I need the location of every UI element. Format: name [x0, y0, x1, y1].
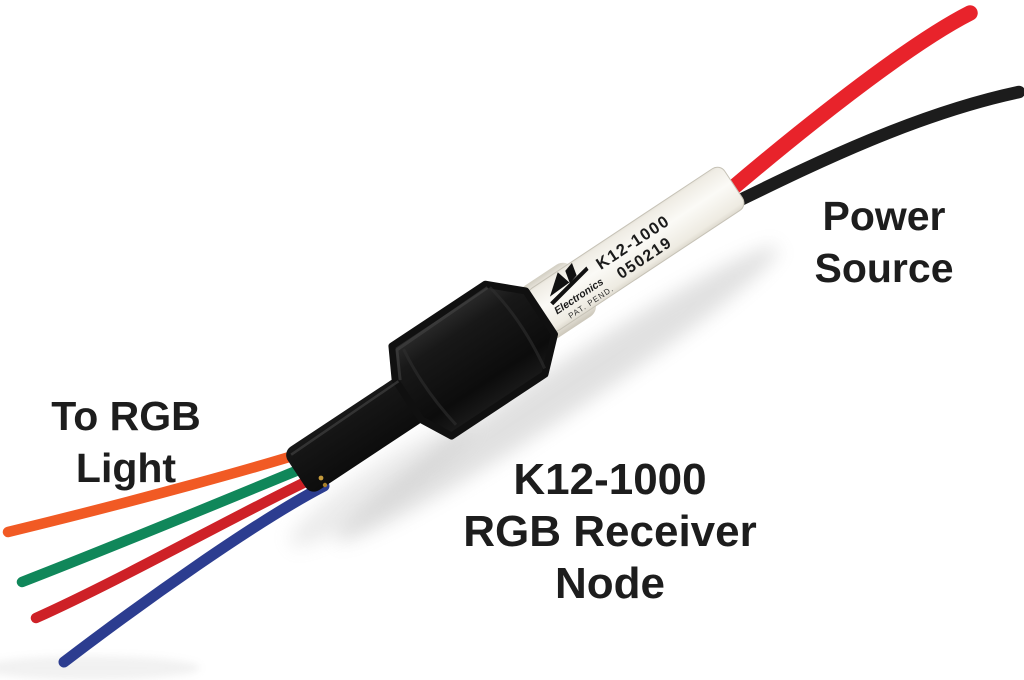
device-shadow	[0, 246, 779, 680]
product-caption-line3: Node	[555, 559, 665, 608]
power-source-label: Power Source	[772, 190, 996, 294]
cable-tube	[286, 378, 424, 492]
product-caption: K12-1000 RGB Receiver Node	[418, 454, 802, 610]
blue-wire	[58, 480, 330, 668]
red-wire	[30, 471, 322, 624]
to-rgb-light-line1: To RGB	[51, 393, 201, 439]
receiver-node: Electronics PAT. PEND. K12-1000 050219	[286, 166, 745, 492]
power-black-wire	[729, 85, 1024, 209]
power-wire-group	[720, 5, 1024, 209]
power-red-wire	[720, 5, 978, 200]
body-highlights	[290, 286, 547, 456]
power-source-line2: Source	[814, 245, 954, 291]
wire-shadow	[0, 656, 200, 680]
brand-underline	[550, 266, 589, 306]
brand-mark-icon	[565, 262, 577, 284]
product-caption-line2: RGB Receiver	[463, 507, 757, 556]
brand-mark-icon	[549, 272, 570, 297]
green-wire	[16, 458, 319, 588]
to-rgb-light-line2: Light	[75, 445, 177, 491]
copper-strands	[318, 475, 328, 488]
product-caption-line1: K12-1000	[513, 455, 707, 504]
power-source-line1: Power	[822, 193, 946, 239]
to-rgb-light-label: To RGB Light	[16, 390, 236, 494]
